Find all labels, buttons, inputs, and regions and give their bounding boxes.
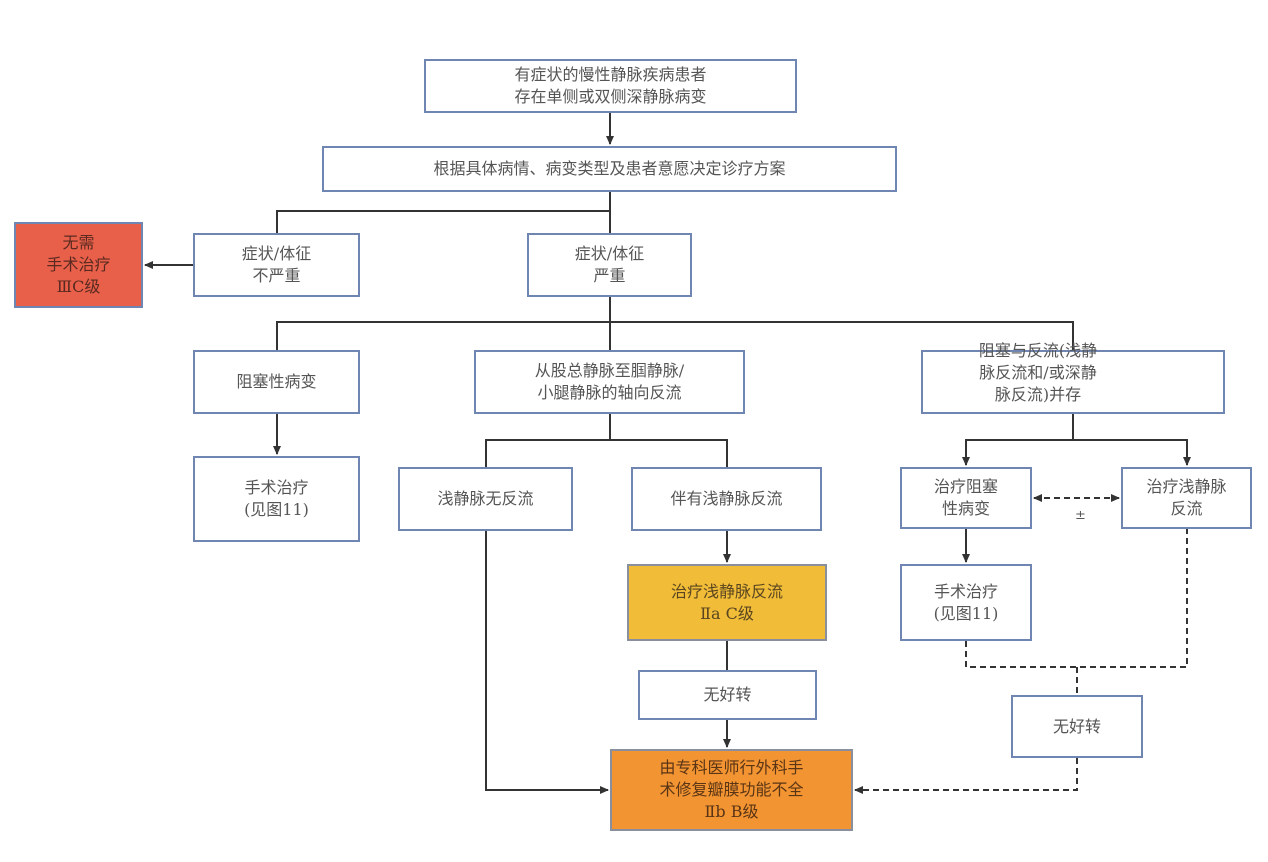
node-combined: 阻塞与反流(浅静 脉反流和/或深静 脉反流)并存: [921, 341, 1225, 414]
node-final-label: 由专科医师行外科手 术修复瓣膜功能不全 Ⅱb B级: [659, 758, 804, 821]
node-combined-label: 阻塞与反流(浅静 脉反流和/或深静 脉反流)并存: [978, 341, 1098, 404]
node-no-improve-mid: 无好转: [638, 670, 817, 720]
node-decide: 根据具体病情、病变类型及患者意愿决定诊疗方案: [322, 146, 897, 192]
node-severe-label: 症状/体征 严重: [574, 244, 645, 285]
node-obstructive-label: 阻塞性病变: [236, 372, 317, 391]
node-treat-obstruction: 治疗阻塞 性病变: [900, 467, 1032, 529]
node-surgery-right: 手术治疗 (见图11): [900, 564, 1032, 641]
node-axial-reflux-label: 从股总静脉至腘静脉/ 小腿静脉的轴向反流: [534, 361, 685, 402]
node-no-surgery: 无需 手术治疗 ⅢC级: [14, 222, 143, 308]
node-surgery-right-label: 手术治疗 (见图11): [933, 581, 999, 623]
edge-combined-right: [1073, 439, 1191, 466]
plus-minus-label: ±: [1075, 508, 1086, 523]
node-axial-reflux: 从股总静脉至腘静脉/ 小腿静脉的轴向反流: [474, 350, 745, 414]
node-start-label: 有症状的慢性静脉疾病患者 存在单侧或双侧深静脉病变: [514, 65, 707, 106]
node-no-surgery-label: 无需 手术治疗 ⅢC级: [46, 233, 111, 296]
node-treat-obstruction-label: 治疗阻塞 性病变: [933, 477, 998, 518]
node-treat-superficial-mid-label: 治疗浅静脉反流 Ⅱa C级: [670, 581, 783, 623]
node-no-superficial-reflux: 浅静脉无反流: [398, 467, 573, 531]
node-obstructive: 阻塞性病变: [193, 350, 360, 414]
node-mild-label: 症状/体征 不严重: [241, 244, 312, 285]
node-no-improve-right: 无好转: [1011, 695, 1143, 758]
node-surgery-left: 手术治疗 (见图11): [193, 456, 360, 542]
node-no-improve-right-label: 无好转: [1052, 716, 1101, 736]
node-no-superficial-reflux-label: 浅静脉无反流: [437, 489, 534, 508]
edge-combined-left: [962, 439, 1073, 466]
node-with-superficial-reflux-label: 伴有浅静脉反流: [670, 489, 783, 508]
edge-axial-right: [610, 439, 728, 467]
node-treat-superficial-right-label: 治疗浅静脉 反流: [1146, 477, 1227, 518]
edge-axial-left: [485, 439, 610, 467]
node-with-superficial-reflux: 伴有浅静脉反流: [631, 467, 822, 531]
node-no-improve-mid-label: 无好转: [703, 685, 752, 704]
node-decide-label: 根据具体病情、病变类型及患者意愿决定诊疗方案: [433, 159, 786, 178]
node-treat-superficial-mid: 治疗浅静脉反流 Ⅱa C级: [627, 564, 827, 641]
node-final: 由专科医师行外科手 术修复瓣膜功能不全 Ⅱb B级: [610, 749, 853, 831]
edge-noimprove-right-final: [854, 758, 1078, 794]
node-severe: 症状/体征 严重: [527, 233, 692, 297]
node-start: 有症状的慢性静脉疾病患者 存在单侧或双侧深静脉病变: [424, 59, 797, 113]
edge-noreflux-final: [485, 531, 609, 794]
node-mild: 症状/体征 不严重: [193, 233, 360, 297]
node-surgery-left-label: 手术治疗 (见图11): [244, 478, 309, 519]
edge-severe-left: [276, 321, 610, 350]
node-treat-superficial-right: 治疗浅静脉 反流: [1121, 467, 1252, 529]
edge-decide-branches: [276, 192, 611, 233]
